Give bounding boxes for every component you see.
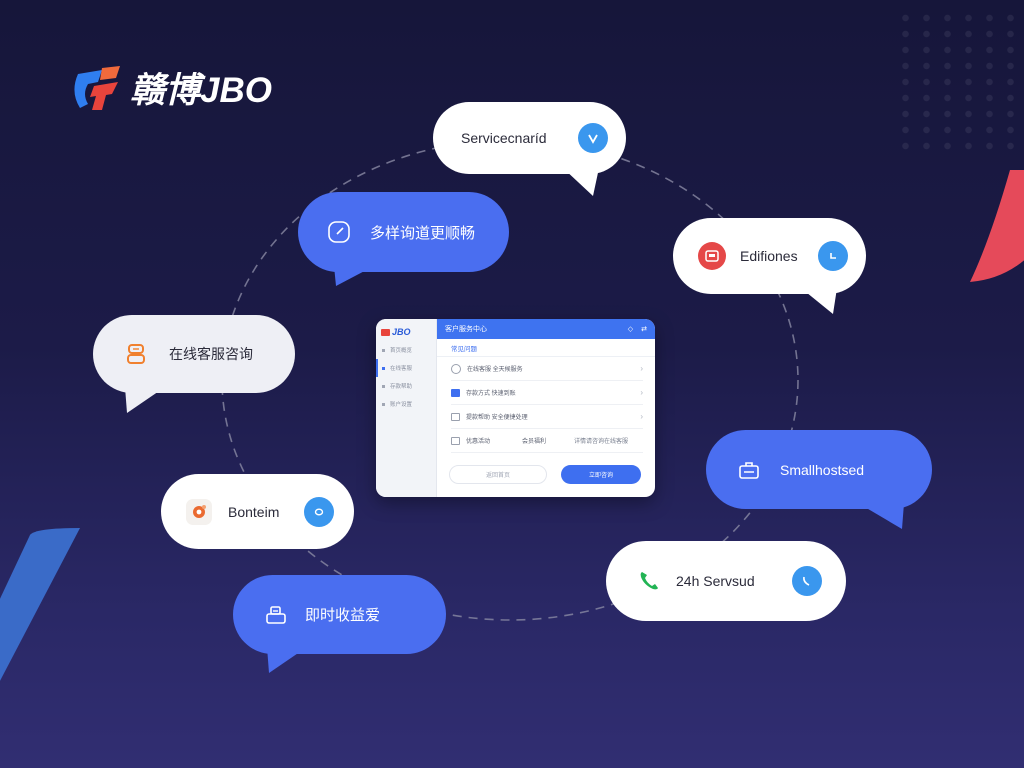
brand-name: 赣博JBO <box>130 71 272 110</box>
red-swoosh-decoration <box>970 170 1024 282</box>
bubble-label: Edifiones <box>740 248 798 264</box>
list-item[interactable]: 存款方式 快速到账 › <box>451 381 643 405</box>
sidebar-item-active[interactable]: 在线客服 <box>376 359 436 377</box>
logo-mark-icon <box>381 328 390 336</box>
bubble-bonus[interactable]: Bonteim <box>161 474 354 549</box>
app-logo: JBO <box>376 323 436 341</box>
chat-card-icon <box>698 242 726 270</box>
bullet-icon <box>382 348 385 352</box>
app-header-title: 客户服务中心 <box>445 326 487 333</box>
bullet-icon <box>382 366 385 370</box>
printer-icon <box>261 600 291 630</box>
sidebar-item[interactable]: 存款帮助 <box>376 377 436 395</box>
list-item[interactable]: 在线客服 全天候服务 › <box>451 357 643 381</box>
bubble-label: Smallhostsed <box>780 461 865 478</box>
app-sidebar: JBO 首页概览 在线客服 存款帮助 账户设置 <box>376 319 437 497</box>
bullet-icon <box>382 384 385 388</box>
bubble-label: 即时收益爱 <box>305 607 381 624</box>
chat-icon[interactable] <box>818 241 848 271</box>
bubble-instant[interactable]: 即时收益爱 <box>233 575 446 673</box>
chevron-right-icon: › <box>640 388 643 397</box>
chevron-right-icon: › <box>640 364 643 373</box>
phone-icon <box>634 566 664 596</box>
bubble-editions[interactable]: Edifiones <box>673 218 866 314</box>
bubble-label: 多样询道更顺畅 <box>370 224 476 242</box>
bubble-multi-channel[interactable]: 多样询道更顺畅 <box>298 192 509 286</box>
bubble-service[interactable]: Servicecnaríd <box>433 102 626 196</box>
blue-swoosh-decoration <box>0 528 80 681</box>
brand-logo: 赣博JBO <box>72 62 272 113</box>
card-icon <box>451 412 460 421</box>
shield-icon[interactable]: ◇ <box>627 326 634 333</box>
app-main: 客户服务中心 ◇ ⇄ 常见问题 在线客服 全天候服务 › 存款方式 快速到账 ›… <box>437 319 655 497</box>
phone-call-icon[interactable] <box>792 566 822 596</box>
radio-icon <box>451 363 461 374</box>
app-tile-icon <box>186 498 212 525</box>
sidebar-item[interactable]: 账户设置 <box>376 395 436 413</box>
bubble-24h-service[interactable]: 24h Servsud <box>606 541 846 621</box>
doc-icon <box>451 436 460 445</box>
dot-grid-decoration <box>895 10 1024 155</box>
share-icon[interactable]: ⇄ <box>641 326 647 333</box>
bubble-label: 在线客服咨询 <box>169 346 253 362</box>
robot-icon <box>121 339 151 369</box>
app-header: 客户服务中心 ◇ ⇄ <box>437 319 655 339</box>
chevron-right-icon: › <box>640 412 643 421</box>
image-icon <box>451 388 460 397</box>
sidebar-item[interactable]: 首页概览 <box>376 341 436 359</box>
app-actions: 返回首页 立即咨询 <box>437 453 655 484</box>
jbo-logo-icon <box>74 65 120 110</box>
bubble-small-host[interactable]: Smallhostsed <box>706 430 932 529</box>
back-home-button[interactable]: 返回首页 <box>449 465 547 484</box>
list-item[interactable]: 优惠活动 会员福利 详情请咨询在线客服 <box>451 429 643 453</box>
consult-now-button[interactable]: 立即咨询 <box>561 465 641 484</box>
dashed-orbit-ring <box>221 139 799 621</box>
bubble-label: 24h Servsud <box>676 573 755 589</box>
v-badge-icon[interactable] <box>578 123 608 153</box>
app-subtitle: 常见问题 <box>437 339 655 357</box>
clock-icon <box>324 217 354 247</box>
list-item[interactable]: 提款帮助 安全便捷处理 › <box>451 405 643 429</box>
bullet-icon <box>382 402 385 406</box>
app-preview-window: JBO 首页概览 在线客服 存款帮助 账户设置 客户服务中心 ◇ ⇄ 常见问题 … <box>376 319 655 497</box>
bubble-label: Servicecnaríd <box>461 130 547 146</box>
bubble-label: Bonteim <box>228 503 280 520</box>
briefcase-icon <box>734 455 764 485</box>
drop-icon[interactable] <box>304 496 334 527</box>
bubble-live-chat[interactable]: 在线客服咨询 <box>93 315 295 413</box>
